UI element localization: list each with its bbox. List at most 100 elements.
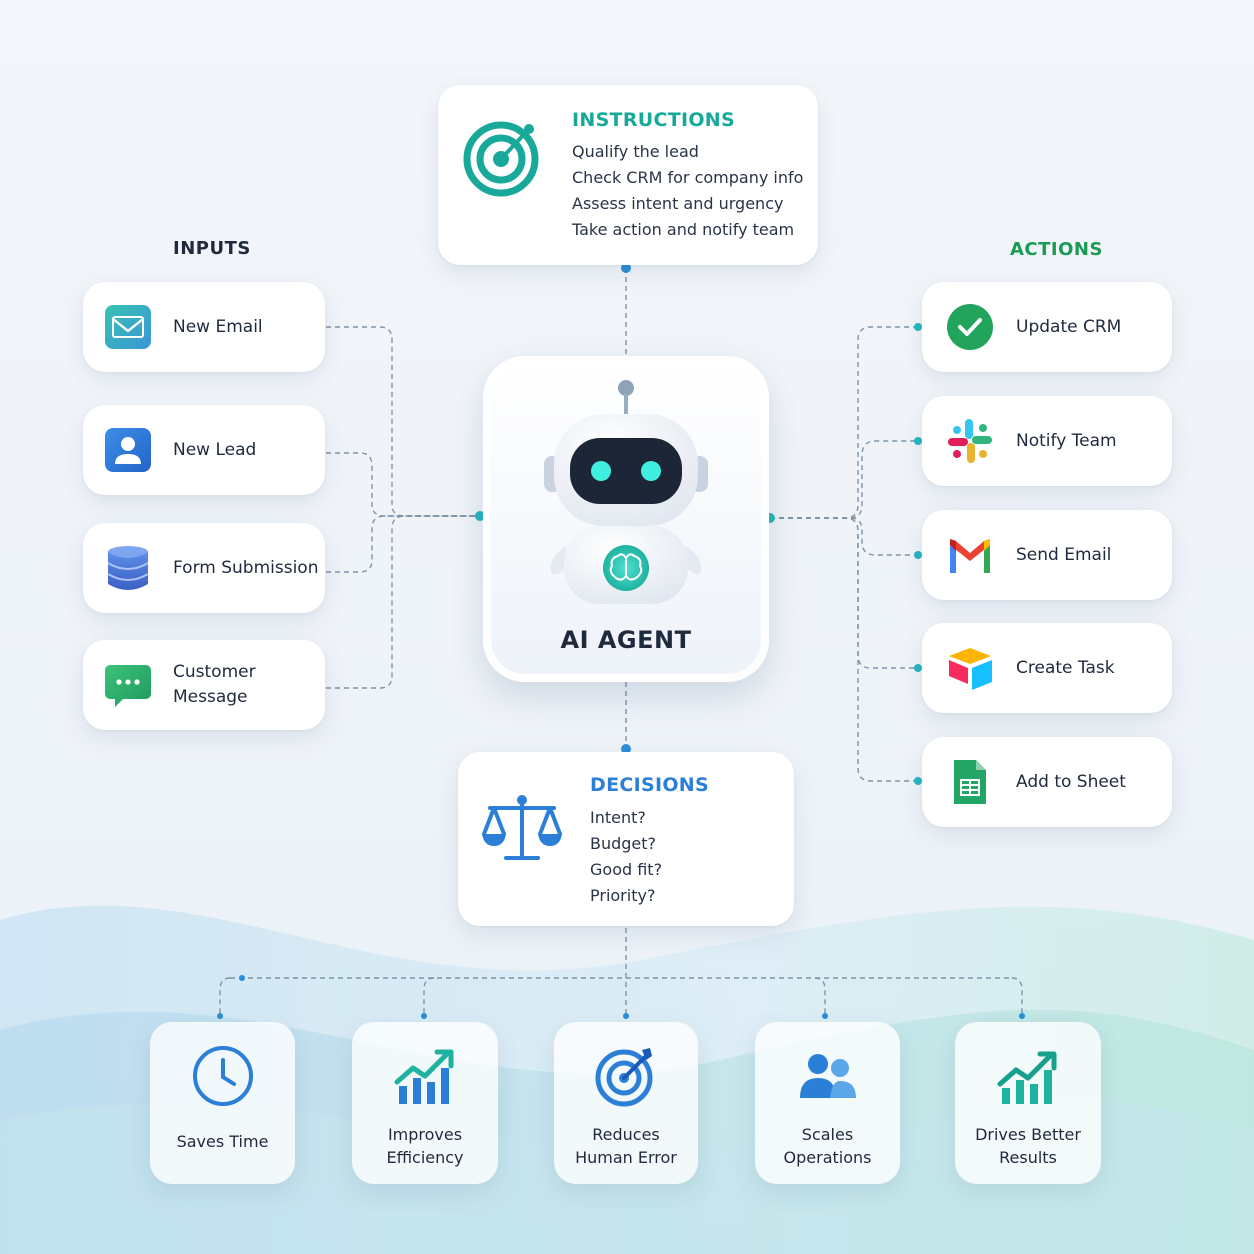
connector-add-sheet <box>770 517 918 782</box>
action-update-crm[interactable]: Update CRM <box>922 282 1172 372</box>
gmail-icon <box>950 539 990 573</box>
instruction-line: Take action and notify team <box>572 220 795 239</box>
people-icon <box>799 1054 856 1098</box>
connector-dot <box>914 323 922 331</box>
benefit-label: Drives Better Results <box>955 1123 1101 1169</box>
decisions-title: DECISIONS <box>590 774 709 796</box>
inputs-title: INPUTS <box>173 238 251 259</box>
connector-dot <box>914 777 922 785</box>
connector-dot <box>239 975 245 981</box>
connector-dot <box>621 744 631 754</box>
target-icon <box>463 121 539 197</box>
input-new-email[interactable]: New Email <box>83 282 325 372</box>
benefit-label-line: Saves Time <box>176 1132 269 1151</box>
action-notify-team[interactable]: Notify Team <box>922 396 1172 486</box>
connector-dot <box>475 511 485 521</box>
action-send-email[interactable]: Send Email <box>922 510 1172 600</box>
connector-dot <box>623 1013 629 1019</box>
connector-create-task <box>770 517 918 669</box>
action-label: Notify Team <box>1016 431 1117 451</box>
instructions-title: INSTRUCTIONS <box>572 109 735 131</box>
benefit-drives-better-results[interactable]: Drives Better Results <box>955 1022 1101 1184</box>
benefit-label-line: Drives Better <box>975 1125 1081 1144</box>
benefit-label-line: Scales <box>801 1125 854 1144</box>
check-circle-icon <box>947 304 993 350</box>
action-label: Update CRM <box>1016 317 1122 337</box>
scales-icon <box>482 795 562 860</box>
target-arrow-icon <box>595 1048 653 1107</box>
input-label: Form Submission <box>173 557 319 578</box>
airtable-icon <box>949 648 992 690</box>
actions-title: ACTIONS <box>1010 239 1103 260</box>
growth-chart-icon <box>394 1049 454 1104</box>
slack-icon <box>948 419 992 463</box>
connector-update-crm <box>770 326 918 519</box>
connector-new-email <box>326 326 480 517</box>
connector-benefit-1 <box>219 977 231 1016</box>
input-new-lead[interactable]: New Lead <box>83 405 325 495</box>
connector-benefit-2 <box>423 977 435 1016</box>
decisions-list: Intent? Budget? Good fit? Priority? <box>590 805 662 909</box>
database-icon <box>107 546 149 590</box>
connector-dot <box>914 664 922 672</box>
benefit-label: Improves Efficiency <box>352 1123 498 1169</box>
connector-send-email <box>770 517 918 556</box>
benefit-label: Saves Time <box>150 1130 295 1153</box>
decisions-box: DECISIONS Intent? Budget? Good fit? Prio… <box>458 752 794 926</box>
instructions-box: INSTRUCTIONS Qualify the lead Check CRM … <box>438 85 818 265</box>
decision-line: Budget? <box>590 834 657 853</box>
benefit-label-line: Human Error <box>575 1148 677 1167</box>
action-label: Send Email <box>1016 545 1112 565</box>
input-label: New Lead <box>173 439 257 460</box>
connector-new-lead <box>326 452 480 517</box>
connector-dot <box>914 551 922 559</box>
benefit-label: Reduces Human Error <box>554 1123 698 1169</box>
input-label: New Email <box>173 316 263 337</box>
input-customer-message[interactable]: Customer Message <box>83 640 325 730</box>
decision-line: Intent? <box>590 808 646 827</box>
benefit-label-line: Efficiency <box>386 1148 464 1167</box>
input-form-submission[interactable]: Form Submission <box>83 523 325 613</box>
connector-dot <box>914 437 922 445</box>
action-label: Add to Sheet <box>1016 772 1126 792</box>
connector-notify-team <box>770 440 918 519</box>
robot-icon <box>544 380 708 604</box>
agent-label: AI AGENT <box>560 626 692 654</box>
instructions-list: Qualify the lead Check CRM for company i… <box>572 139 803 243</box>
action-label: Create Task <box>1016 658 1115 678</box>
benefit-label-line: Results <box>999 1148 1057 1167</box>
action-create-task[interactable]: Create Task <box>922 623 1172 713</box>
input-label: Customer Message <box>173 662 256 707</box>
benefit-reduces-human-error[interactable]: Reduces Human Error <box>554 1022 698 1184</box>
decision-line: Priority? <box>590 886 656 905</box>
benefit-label-line: Improves <box>387 1125 463 1144</box>
instruction-line: Assess intent and urgency <box>572 194 784 213</box>
user-icon <box>105 428 151 472</box>
benefit-scales-operations[interactable]: Scales Operations <box>755 1022 900 1184</box>
decision-line: Good fit? <box>590 860 663 879</box>
clock-icon <box>192 1046 253 1106</box>
connector-dot <box>1019 1013 1025 1019</box>
connector-form <box>326 515 480 573</box>
connector-dot <box>217 1013 223 1019</box>
benefit-label-line: Operations <box>783 1148 872 1167</box>
benefit-label-line: Reduces <box>592 1125 660 1144</box>
email-icon <box>105 305 151 349</box>
connector-benefit-4 <box>814 977 826 1016</box>
benefit-improves-efficiency[interactable]: Improves Efficiency <box>352 1022 498 1184</box>
benefit-saves-time[interactable]: Saves Time <box>150 1022 295 1184</box>
connector-benefit-5 <box>1011 977 1023 1016</box>
agent-card[interactable]: AI AGENT <box>483 356 769 682</box>
instruction-line: Check CRM for company info <box>572 168 804 187</box>
connector-dot <box>621 263 631 273</box>
results-chart-icon <box>997 1051 1057 1104</box>
instruction-line: Qualify the lead <box>572 142 699 161</box>
connector-dot <box>822 1013 828 1019</box>
connector-dot <box>421 1013 427 1019</box>
benefit-label: Scales Operations <box>755 1123 900 1169</box>
sheets-icon <box>954 760 986 804</box>
connector-customer-message <box>326 515 480 689</box>
action-add-to-sheet[interactable]: Add to Sheet <box>922 737 1172 827</box>
chat-icon <box>105 665 151 707</box>
